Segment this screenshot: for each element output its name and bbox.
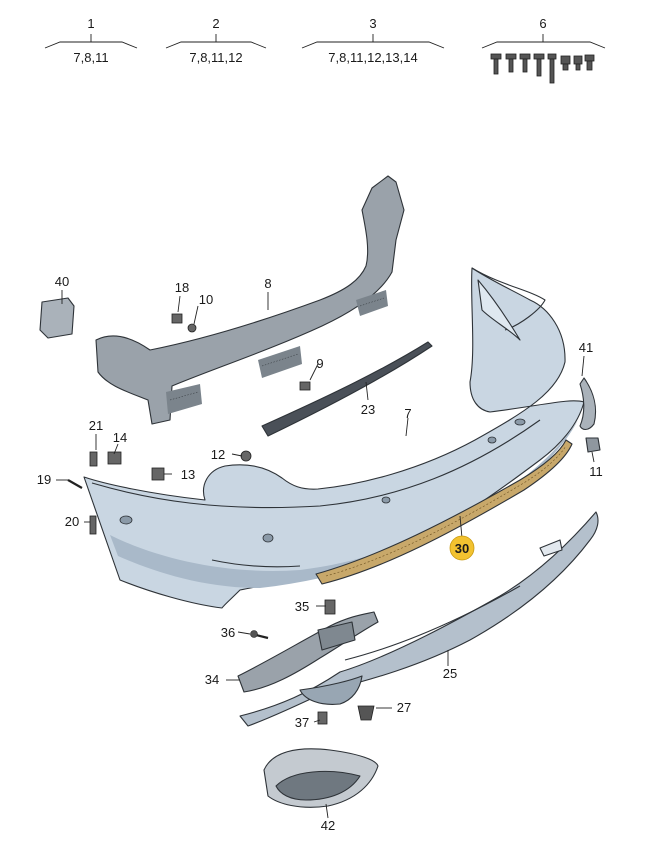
bolt-19-icon bbox=[67, 479, 83, 489]
impact-carrier bbox=[95, 175, 405, 425]
lower-bracket bbox=[237, 599, 379, 725]
washer-10-icon bbox=[187, 323, 197, 333]
screw-37-icon bbox=[317, 711, 328, 725]
highlight-badge bbox=[449, 535, 475, 561]
callout-8: 8 bbox=[264, 276, 271, 291]
callout-36: 36 bbox=[221, 625, 235, 640]
callout-12: 12 bbox=[211, 447, 225, 462]
callout-42: 42 bbox=[321, 818, 335, 833]
clip-18-icon bbox=[171, 313, 183, 324]
callout-20: 20 bbox=[65, 514, 79, 529]
callout-9: 9 bbox=[316, 356, 323, 371]
clip-21-icon bbox=[89, 451, 98, 467]
fastener-set-icons bbox=[490, 53, 595, 84]
nut-12-icon bbox=[240, 450, 252, 462]
right-bracket bbox=[579, 377, 601, 453]
group-header-2: 2 7,8,11,12 bbox=[165, 16, 267, 65]
callout-19: 19 bbox=[37, 472, 51, 487]
screw-35-icon bbox=[324, 599, 336, 615]
callout-30: 30 bbox=[455, 541, 469, 556]
callout-25: 25 bbox=[443, 666, 457, 681]
group-number: 6 bbox=[539, 16, 546, 31]
nut-13-icon bbox=[151, 467, 165, 481]
group-refs: 7,8,11,12,13,14 bbox=[328, 50, 417, 65]
group-number: 3 bbox=[369, 16, 376, 31]
screw-20-icon bbox=[89, 515, 97, 535]
callout-11: 11 bbox=[589, 464, 603, 479]
guide-strip bbox=[261, 341, 433, 437]
callout-40: 40 bbox=[55, 274, 69, 289]
callout-27: 27 bbox=[397, 700, 411, 715]
callout-34: 34 bbox=[205, 672, 219, 687]
group-number: 1 bbox=[87, 16, 94, 31]
callout-37: 37 bbox=[295, 715, 309, 730]
left-bracket bbox=[39, 297, 75, 339]
group-bracket bbox=[165, 34, 267, 49]
callout-7: 7 bbox=[404, 406, 411, 421]
group-header-3: 3 7,8,11,12,13,14 bbox=[301, 16, 445, 65]
callout-14: 14 bbox=[113, 430, 127, 445]
exhaust-tip bbox=[263, 748, 379, 808]
callout-13: 13 bbox=[181, 467, 195, 482]
nut-27-icon bbox=[357, 705, 375, 721]
callout-23: 23 bbox=[361, 402, 375, 417]
leader-lines bbox=[56, 290, 595, 819]
group-header-6: 6 bbox=[481, 16, 606, 84]
group-header-1: 1 7,8,11 bbox=[44, 16, 138, 65]
group-refs: 7,8,11 bbox=[73, 50, 108, 65]
callout-18: 18 bbox=[175, 280, 189, 295]
callout-41: 41 bbox=[579, 340, 593, 355]
bumper-trim-strip bbox=[315, 439, 573, 585]
group-bracket bbox=[481, 34, 606, 49]
callout-35: 35 bbox=[295, 599, 309, 614]
diffuser bbox=[239, 511, 599, 727]
callout-labels: 40 18 10 8 9 23 7 41 11 21 14 12 19 13 2… bbox=[37, 274, 603, 833]
group-bracket bbox=[301, 34, 445, 49]
callout-10: 10 bbox=[199, 292, 213, 307]
callout-21: 21 bbox=[89, 418, 103, 433]
highlight-badge-30: 30 bbox=[449, 535, 475, 561]
group-refs: 7,8,11,12 bbox=[189, 50, 242, 65]
group-number: 2 bbox=[212, 16, 219, 31]
nut-9-icon bbox=[299, 381, 311, 391]
group-bracket bbox=[44, 34, 138, 49]
